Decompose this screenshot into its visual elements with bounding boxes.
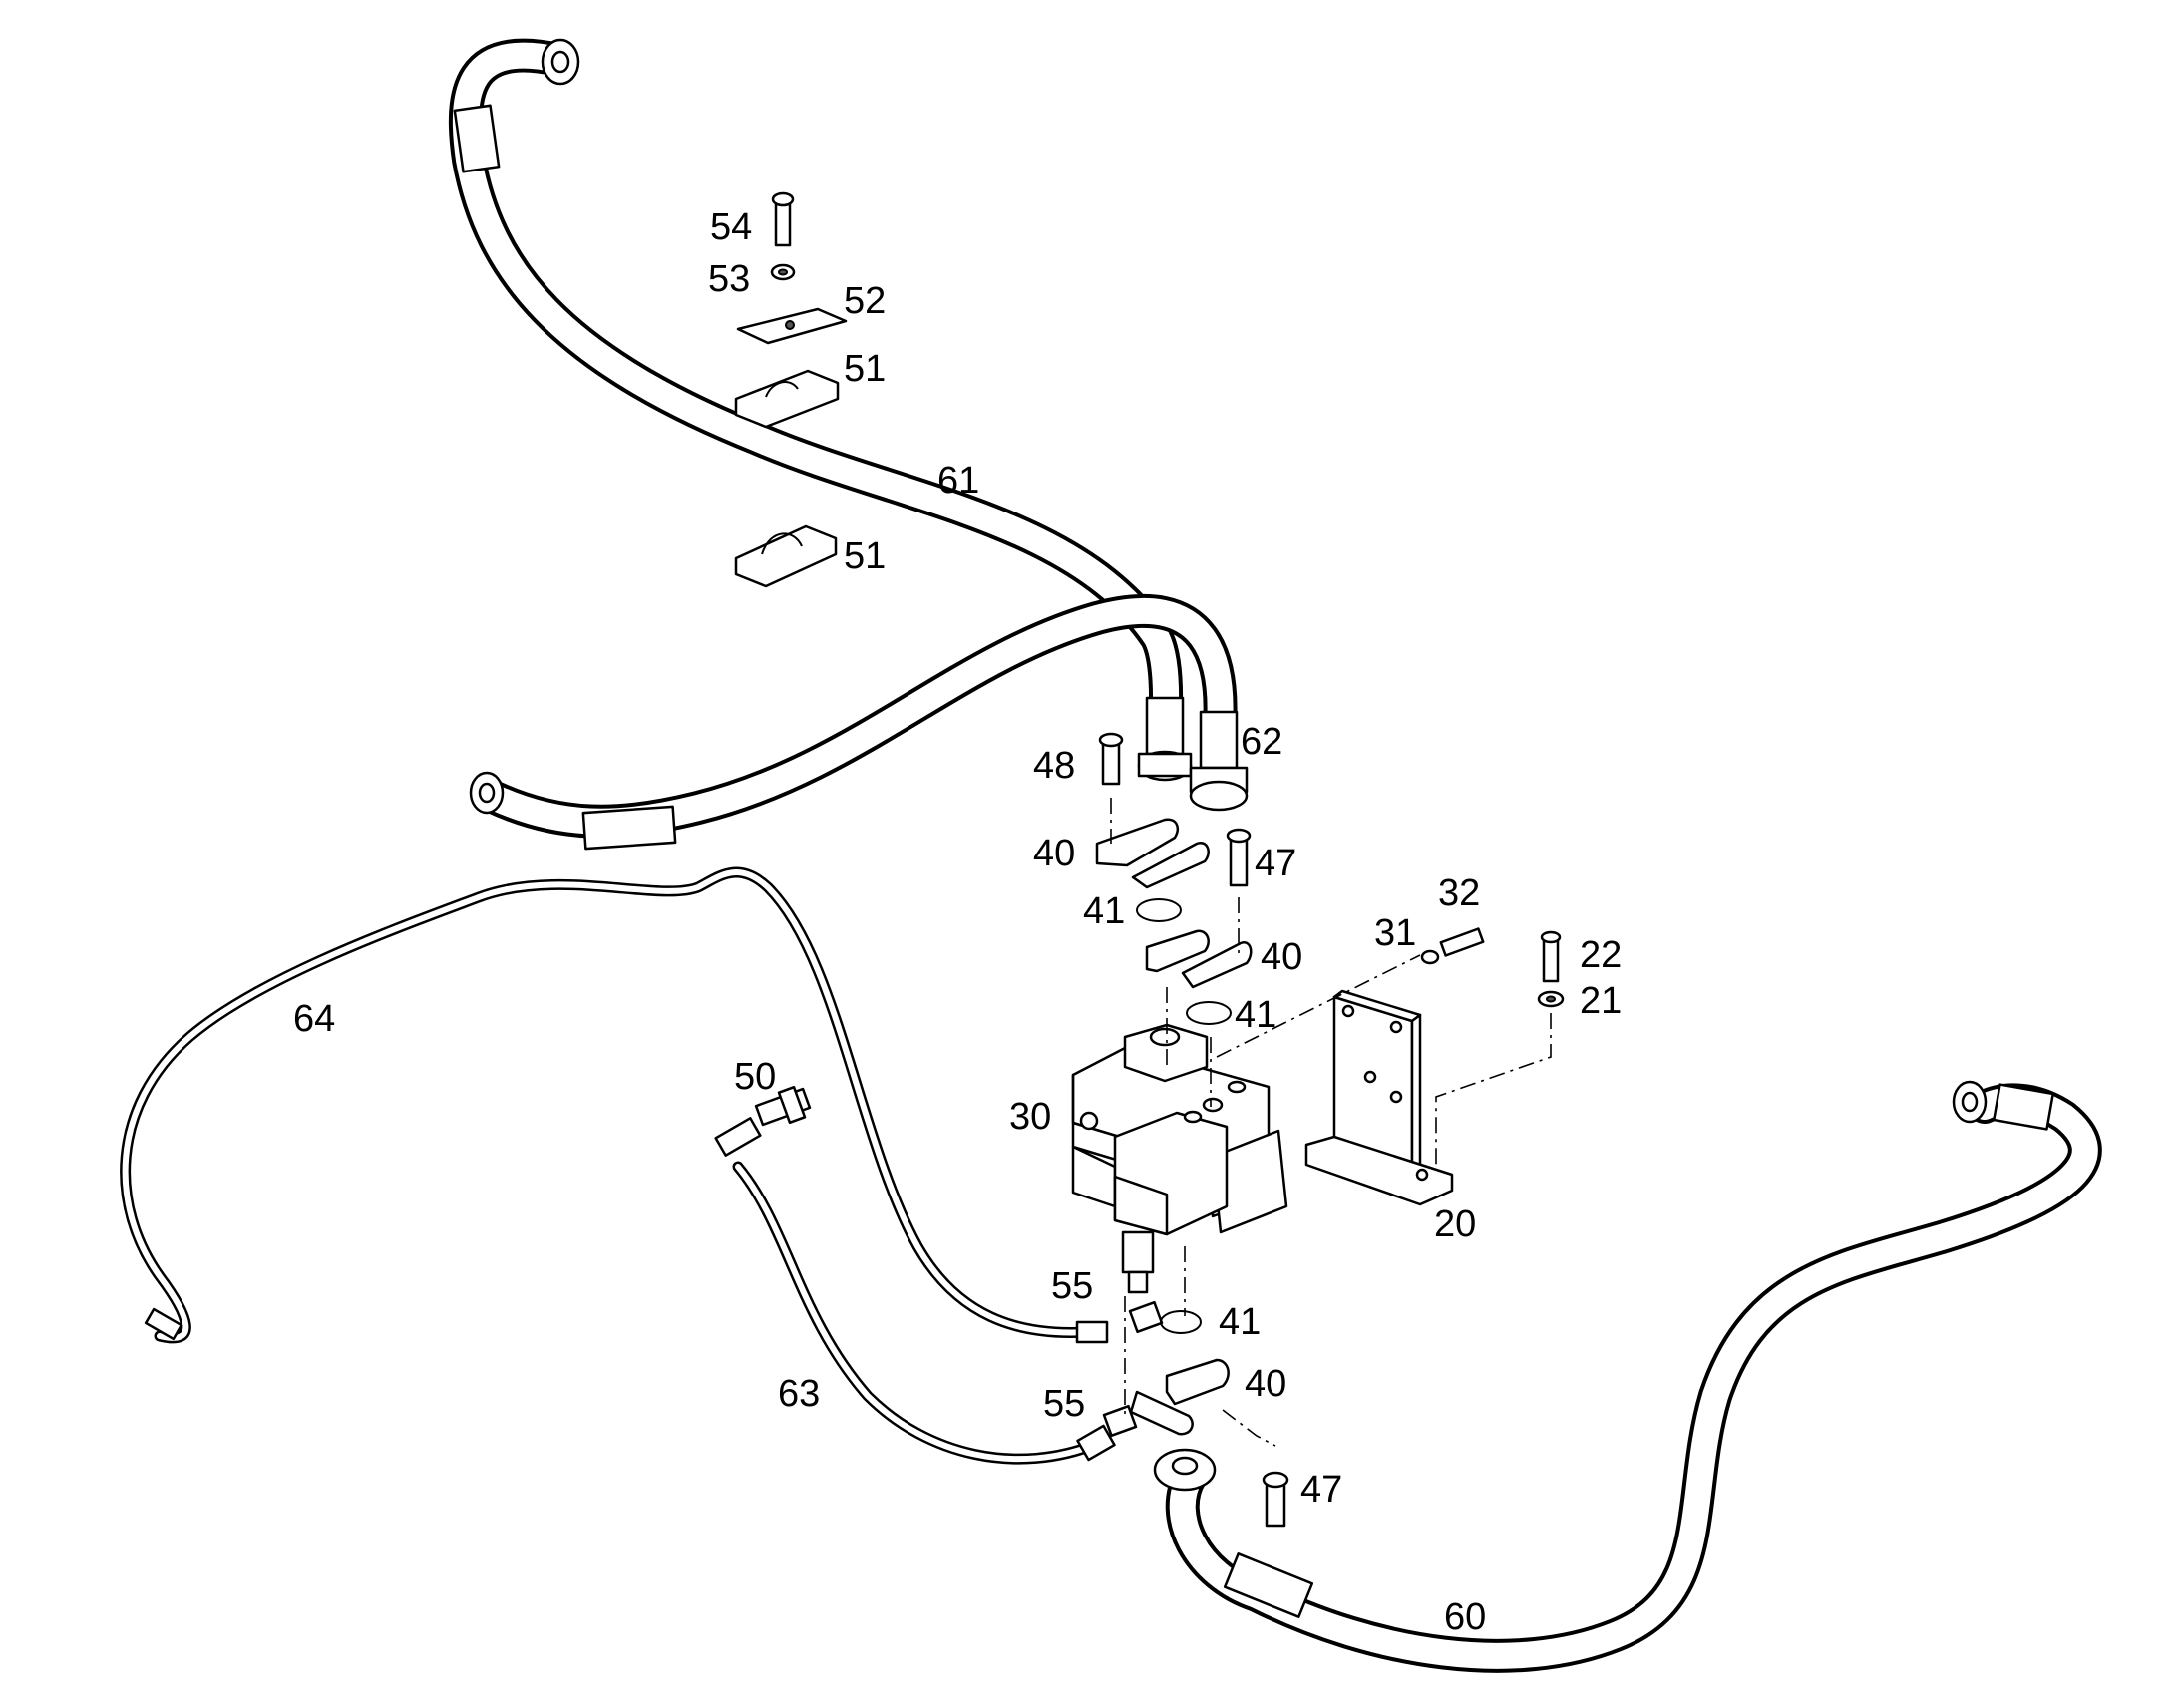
callout-63: 63 bbox=[778, 1373, 820, 1415]
callout-labels: 54 53 52 51 51 61 62 48 40 47 41 40 41 3… bbox=[293, 206, 1622, 1638]
callout-20: 20 bbox=[1434, 1203, 1476, 1245]
assembly-lines bbox=[1110, 798, 1552, 1447]
fasteners bbox=[754, 732, 1565, 1528]
callout-55-lower: 55 bbox=[1043, 1383, 1085, 1425]
callout-31: 31 bbox=[1374, 912, 1416, 954]
callout-40-bottom: 40 bbox=[1245, 1363, 1286, 1405]
callout-62: 62 bbox=[1241, 721, 1282, 763]
bracket-20 bbox=[1304, 989, 1454, 1206]
callout-41-bottom: 41 bbox=[1219, 1301, 1261, 1343]
callout-61: 61 bbox=[937, 460, 979, 502]
callout-22: 22 bbox=[1580, 934, 1622, 976]
valve-block-30 bbox=[1071, 1023, 1288, 1294]
callout-64: 64 bbox=[293, 998, 335, 1040]
callout-41-top: 41 bbox=[1083, 890, 1125, 932]
clamp-assembly-top bbox=[734, 191, 848, 588]
pipe-64 bbox=[120, 866, 1109, 1344]
callout-40-middle: 40 bbox=[1261, 936, 1302, 978]
pipe-63 bbox=[714, 1117, 1116, 1465]
callout-47-bottom: 47 bbox=[1300, 1469, 1342, 1511]
callout-48: 48 bbox=[1033, 745, 1075, 787]
hose-60 bbox=[1153, 1080, 2102, 1673]
callout-51-lower: 51 bbox=[844, 535, 886, 577]
flanges-and-orings bbox=[1095, 818, 1253, 1436]
hose-62 bbox=[469, 593, 1249, 851]
callout-50: 50 bbox=[734, 1056, 776, 1098]
callout-47-top: 47 bbox=[1255, 843, 1296, 884]
callout-40-top: 40 bbox=[1033, 833, 1075, 874]
callout-30: 30 bbox=[1009, 1096, 1051, 1138]
callout-21: 21 bbox=[1580, 980, 1622, 1022]
callout-41-middle: 41 bbox=[1235, 994, 1276, 1036]
callout-53: 53 bbox=[708, 258, 750, 300]
hose-61 bbox=[448, 38, 1193, 782]
callout-60: 60 bbox=[1444, 1596, 1486, 1638]
callout-52: 52 bbox=[844, 280, 886, 322]
callout-51-upper: 51 bbox=[844, 348, 886, 390]
callout-55-upper: 55 bbox=[1051, 1265, 1093, 1307]
callout-54: 54 bbox=[710, 206, 752, 248]
callout-32: 32 bbox=[1438, 872, 1480, 914]
